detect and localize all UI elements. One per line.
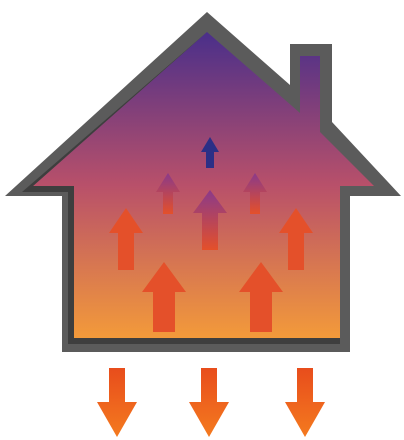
arrow-down-icon — [189, 368, 229, 437]
escaping-heat-arrows — [97, 368, 325, 437]
arrow-down-icon — [285, 368, 325, 437]
arrow-down-icon — [97, 368, 137, 437]
house-cross-section-icon — [5, 12, 401, 352]
